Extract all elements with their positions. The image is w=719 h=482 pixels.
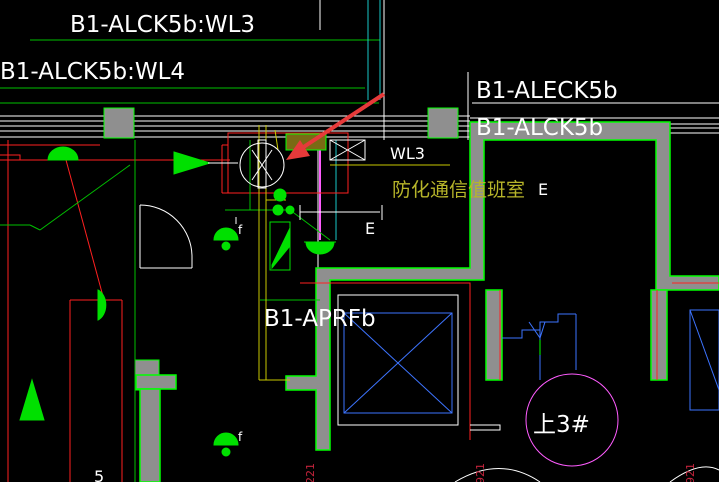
marker-five: 5 — [94, 467, 104, 482]
lamp-icon — [305, 241, 335, 255]
panel-label-alck: B1-ALCK5b — [476, 115, 603, 141]
junction-box-icon — [273, 188, 287, 202]
stair — [454, 313, 719, 482]
lamp-icon — [213, 432, 239, 446]
exit-sign-icon — [19, 378, 45, 421]
dimension-tag-1: 221 — [304, 463, 317, 482]
dimension-markers — [235, 205, 383, 224]
stair-label: 上3# — [533, 412, 590, 438]
panel-label-aleck: B1-ALECK5b — [476, 78, 618, 104]
wall-lamp-icon — [97, 289, 107, 321]
red-circuit-lines — [0, 132, 719, 482]
green-cable-runs — [0, 140, 331, 482]
door-swing — [139, 204, 193, 269]
circuit-tag-wl3: WL3 — [390, 144, 425, 163]
ceiling-lamp-icon — [47, 146, 79, 161]
marker-e-2: E — [365, 219, 375, 238]
emergency-light-icon — [173, 151, 212, 175]
junction-box-icon — [272, 204, 284, 216]
lamp-icon — [213, 227, 239, 241]
fixture-symbols — [19, 146, 336, 457]
room-name: 防化通信值班室 — [392, 179, 525, 201]
dimension-tag-2: 921 — [474, 463, 487, 482]
walls — [135, 121, 719, 482]
elevator-shaft-right — [689, 309, 719, 411]
fixture-tag-f-2: f — [238, 430, 243, 444]
fixture-tag-f-1: f — [238, 223, 243, 237]
panel-label-aprfb: B1-APRFb — [264, 306, 376, 332]
elevator-shaft-left — [337, 294, 459, 426]
circuit-label-wl3: B1-ALCK5b:WL3 — [70, 12, 255, 38]
circuit-label-wl4: B1-ALCK5b:WL4 — [0, 59, 185, 85]
red-pointer-arrow — [286, 92, 386, 160]
marker-e-1: E — [538, 180, 548, 199]
dimension-tag-3: 921 — [684, 463, 697, 482]
junction-box-icon — [285, 205, 295, 215]
